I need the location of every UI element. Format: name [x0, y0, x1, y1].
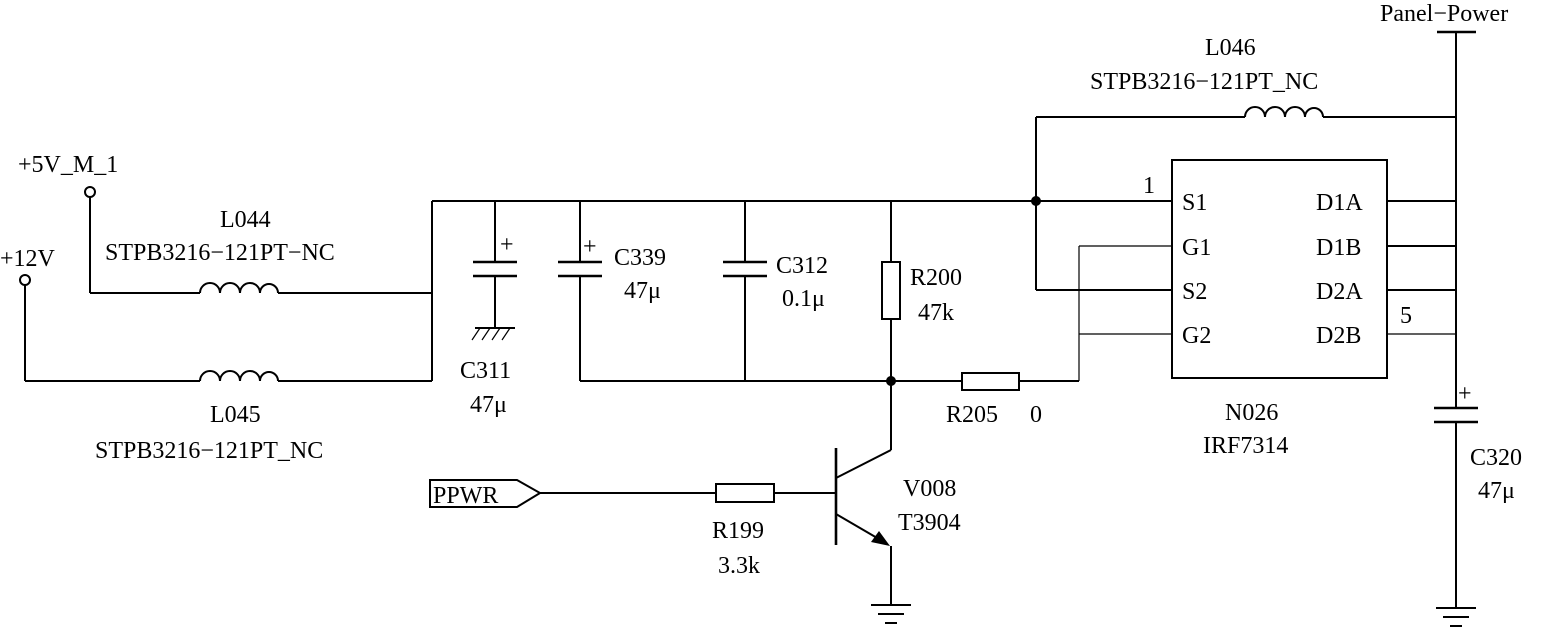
- c339-value: 47μ: [624, 278, 661, 304]
- net-5v-label: +5V_M_1: [18, 152, 118, 178]
- l046-ref: L046: [1205, 35, 1256, 61]
- l044-part: STPB3216−121PT−NC: [105, 240, 335, 266]
- n026-pin-d1a: D1A: [1316, 190, 1363, 216]
- ppwr-label: PPWR: [433, 483, 498, 509]
- resistor-r200: [881, 201, 901, 386]
- c311-ref: C311: [460, 358, 511, 384]
- terminal-5v: [84, 186, 200, 294]
- c320-ref: C320: [1470, 445, 1522, 471]
- l045-ref: L045: [210, 402, 261, 428]
- c311-plus: +: [500, 232, 514, 258]
- r200-ref: R200: [910, 265, 962, 291]
- n026-part: IRF7314: [1203, 433, 1288, 459]
- n026-pin-first: 1: [1143, 173, 1155, 199]
- panel-power-rail: [1437, 30, 1476, 408]
- c312-value: 0.1μ: [782, 286, 825, 312]
- capacitor-c312: [723, 201, 767, 381]
- main-bus: [431, 116, 1245, 381]
- n026-pin-s1: S1: [1182, 190, 1207, 216]
- inductor-l046: [1244, 106, 1456, 118]
- c312-ref: C312: [776, 253, 828, 279]
- capacitor-c320: [1434, 406, 1478, 627]
- capacitor-c311: [471, 201, 517, 341]
- c320-plus: +: [1458, 381, 1472, 407]
- terminal-12v: [19, 274, 200, 382]
- v008-ref: V008: [903, 476, 956, 502]
- n026-pin-d1b: D1B: [1316, 235, 1361, 261]
- v008-part: T3904: [898, 510, 961, 536]
- inductor-l045: [199, 370, 432, 382]
- c311-value: 47μ: [470, 392, 507, 418]
- l046-part: STPB3216−121PT_NC: [1090, 69, 1318, 95]
- r200-value: 47k: [918, 300, 954, 326]
- l044-ref: L044: [220, 207, 271, 233]
- n026-pin-d2a: D2A: [1316, 279, 1363, 305]
- r205-ref: R205: [946, 402, 998, 428]
- c339-ref: C339: [614, 245, 666, 271]
- c339-plus: +: [583, 234, 597, 260]
- r199-value: 3.3k: [718, 553, 760, 579]
- l045-part: STPB3216−121PT_NC: [95, 438, 323, 464]
- ppwr-port: [429, 479, 542, 508]
- n026-pin-g2: G2: [1182, 323, 1211, 349]
- n026-pin-s2: S2: [1182, 279, 1207, 305]
- net-panel-power-label: Panel−Power: [1380, 1, 1508, 27]
- resistor-r199: [540, 483, 836, 503]
- ic-n026: [1171, 159, 1456, 379]
- c320-value: 47μ: [1478, 478, 1515, 504]
- r205-value: 0: [1030, 402, 1042, 428]
- capacitor-c339: [558, 201, 602, 381]
- resistor-r205: [891, 245, 1172, 391]
- net-12v-label: +12V: [0, 246, 56, 272]
- transistor-v008: [834, 381, 911, 624]
- n026-ref: N026: [1225, 400, 1278, 426]
- inductor-l044: [199, 282, 432, 294]
- n026-pin-d2b: D2B: [1316, 323, 1361, 349]
- n026-pin-g1: G1: [1182, 235, 1211, 261]
- n026-pin-last: 5: [1400, 303, 1412, 329]
- r199-ref: R199: [712, 518, 764, 544]
